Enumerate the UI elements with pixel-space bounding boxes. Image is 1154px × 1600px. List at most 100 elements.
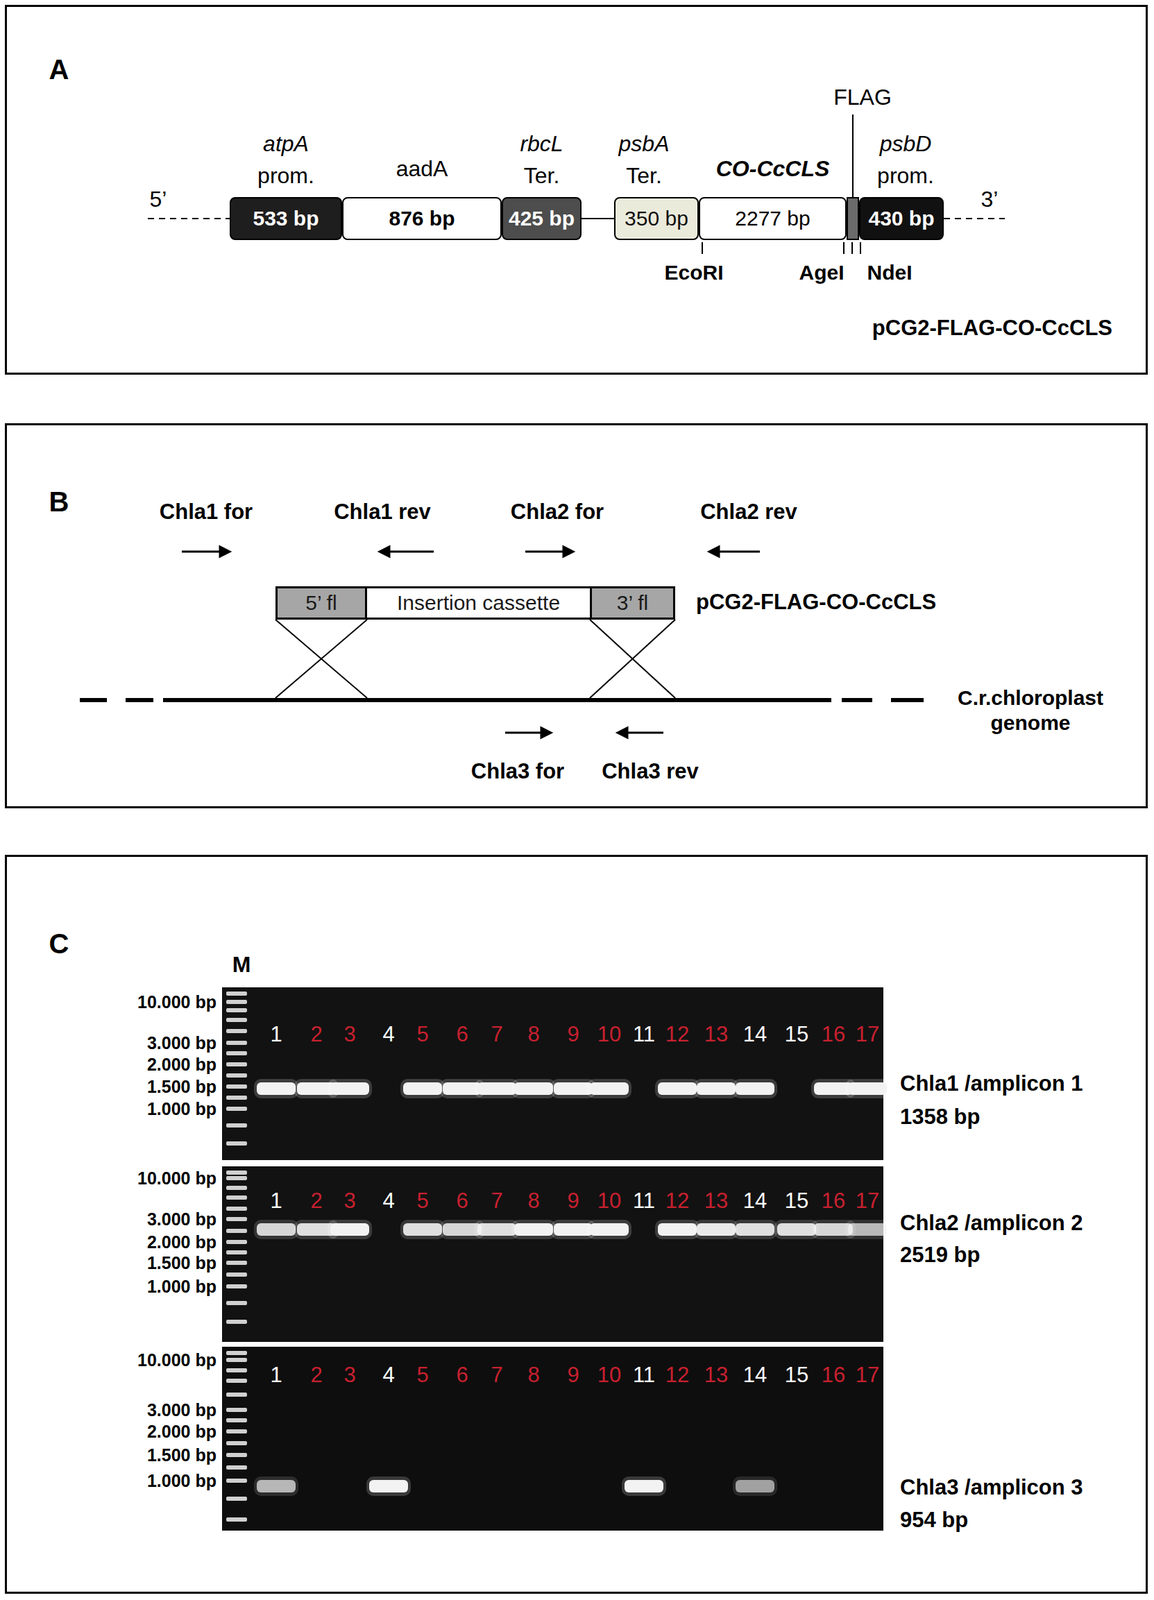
restriction-site: AgeI	[798, 260, 844, 286]
ladder-band	[226, 1378, 248, 1383]
dna-band	[589, 1082, 629, 1096]
dna-band	[777, 1223, 817, 1236]
segment-heading: aadA	[396, 152, 449, 185]
dna-band	[330, 1223, 370, 1236]
ladder-band	[226, 1517, 248, 1522]
ladder-band	[226, 1496, 248, 1501]
amplicon-label: 2519 bp	[900, 1242, 980, 1268]
ladder-band	[226, 1250, 248, 1255]
primer-name: Chla1 for	[159, 498, 253, 525]
ladder-band	[226, 1051, 248, 1056]
ladder-band	[226, 1358, 248, 1363]
band-glow	[587, 1079, 632, 1099]
dna-band	[589, 1223, 629, 1236]
size-marker: 3.000 bp	[147, 1399, 217, 1421]
dna-band	[330, 1082, 370, 1096]
ladder-band	[226, 1272, 248, 1277]
lane-number: 6	[455, 1362, 468, 1388]
lane-number: 12	[665, 1188, 690, 1214]
dna-band	[735, 1223, 775, 1236]
size-marker: 10.000 bp	[137, 1349, 217, 1371]
ladder-band	[226, 1319, 248, 1325]
dna-band	[256, 1223, 296, 1236]
ladder-band	[226, 1284, 248, 1289]
terminator-segment: rbcLTer.425 bp	[501, 197, 582, 241]
lane-number: 6	[455, 1021, 468, 1048]
ladder-band	[226, 1206, 248, 1211]
lane-number: 13	[704, 1188, 728, 1214]
size-marker: 3.000 bp	[147, 1032, 217, 1054]
dna-band	[553, 1082, 593, 1096]
ladder-band	[226, 1029, 248, 1034]
amplicon-label: 1358 bp	[900, 1104, 980, 1130]
flank-box: 3’ fl	[589, 586, 676, 620]
lane-number: 7	[490, 1021, 503, 1048]
segment-heading: atpAprom.	[257, 127, 315, 192]
amplicon-label: Chla1 /amplicon 1	[900, 1070, 1084, 1097]
lane-number: 17	[855, 1188, 880, 1214]
gene-segment: aadA876 bp	[342, 197, 502, 241]
genome-name: C.r.chloroplast genome	[940, 685, 1121, 736]
heading-text: psbD	[877, 127, 935, 160]
amplicon-label: 954 bp	[900, 1507, 969, 1533]
segment-length: 876 bp	[388, 206, 455, 231]
band-glow	[693, 1079, 739, 1099]
ladder-band	[226, 1176, 248, 1181]
lane-number: 13	[704, 1362, 728, 1388]
lane-number: 4	[382, 1362, 395, 1388]
promoter-segment: atpAprom.533 bp	[229, 197, 343, 241]
ladder-band	[226, 1260, 248, 1266]
size-marker: 1.500 bp	[147, 1076, 217, 1098]
box-text: 3’ fl	[616, 591, 649, 615]
lane-number: 10	[597, 1188, 622, 1214]
band-glow	[400, 1219, 445, 1240]
gel	[222, 1346, 884, 1531]
ladder-band	[226, 1217, 248, 1222]
heading-text: rbcL	[519, 127, 563, 160]
dna-band	[514, 1082, 554, 1096]
amplicon-label: Chla3 /amplicon 3	[900, 1474, 1084, 1501]
dna-band	[514, 1223, 554, 1236]
flank-box: 5’ fl	[275, 586, 368, 620]
size-marker: 3.000 bp	[147, 1208, 217, 1230]
lane-number: 4	[382, 1188, 395, 1214]
ladder-band	[226, 1407, 248, 1413]
lane-number: 9	[566, 1362, 579, 1388]
segment-length: 533 bp	[252, 206, 319, 231]
ladder-band	[226, 1195, 248, 1200]
band-glow	[511, 1079, 556, 1099]
segment-heading: CO-CcCLS	[716, 152, 830, 185]
ladder-band	[226, 1453, 248, 1458]
size-marker: 1.000 bp	[147, 1276, 217, 1297]
ladder-band	[226, 1478, 248, 1483]
ladder-band	[226, 1351, 248, 1356]
primer-name: Chla1 rev	[333, 498, 431, 525]
band-glow	[845, 1219, 890, 1240]
dna-band	[657, 1223, 697, 1236]
lane-number: 17	[855, 1362, 880, 1388]
heading-text: FLAG	[833, 81, 892, 114]
recombination-cross	[275, 619, 676, 699]
segment-length: 350 bp	[624, 206, 689, 231]
lane-number: 14	[743, 1362, 767, 1388]
lane-number: 8	[527, 1021, 540, 1048]
heading-text: prom.	[257, 159, 315, 192]
lane-number: 5	[416, 1188, 429, 1214]
heading-text: psbA	[618, 127, 670, 160]
dna-band	[696, 1223, 736, 1236]
band-glow	[655, 1079, 700, 1099]
ladder-band	[226, 1062, 248, 1067]
lane-number: 3	[343, 1021, 356, 1048]
ladder-band	[226, 1392, 248, 1397]
ladder-band	[226, 991, 248, 996]
dna-band	[403, 1082, 443, 1096]
lane-number: 5	[416, 1362, 429, 1388]
lane-number: 12	[665, 1021, 690, 1048]
size-marker: 1.000 bp	[147, 1470, 217, 1492]
band-glow	[732, 1476, 778, 1497]
box-text: Insertion cassette	[396, 591, 560, 615]
segment-length: 430 bp	[868, 206, 935, 231]
lane-number: 8	[527, 1362, 540, 1388]
dna-band	[477, 1223, 517, 1236]
